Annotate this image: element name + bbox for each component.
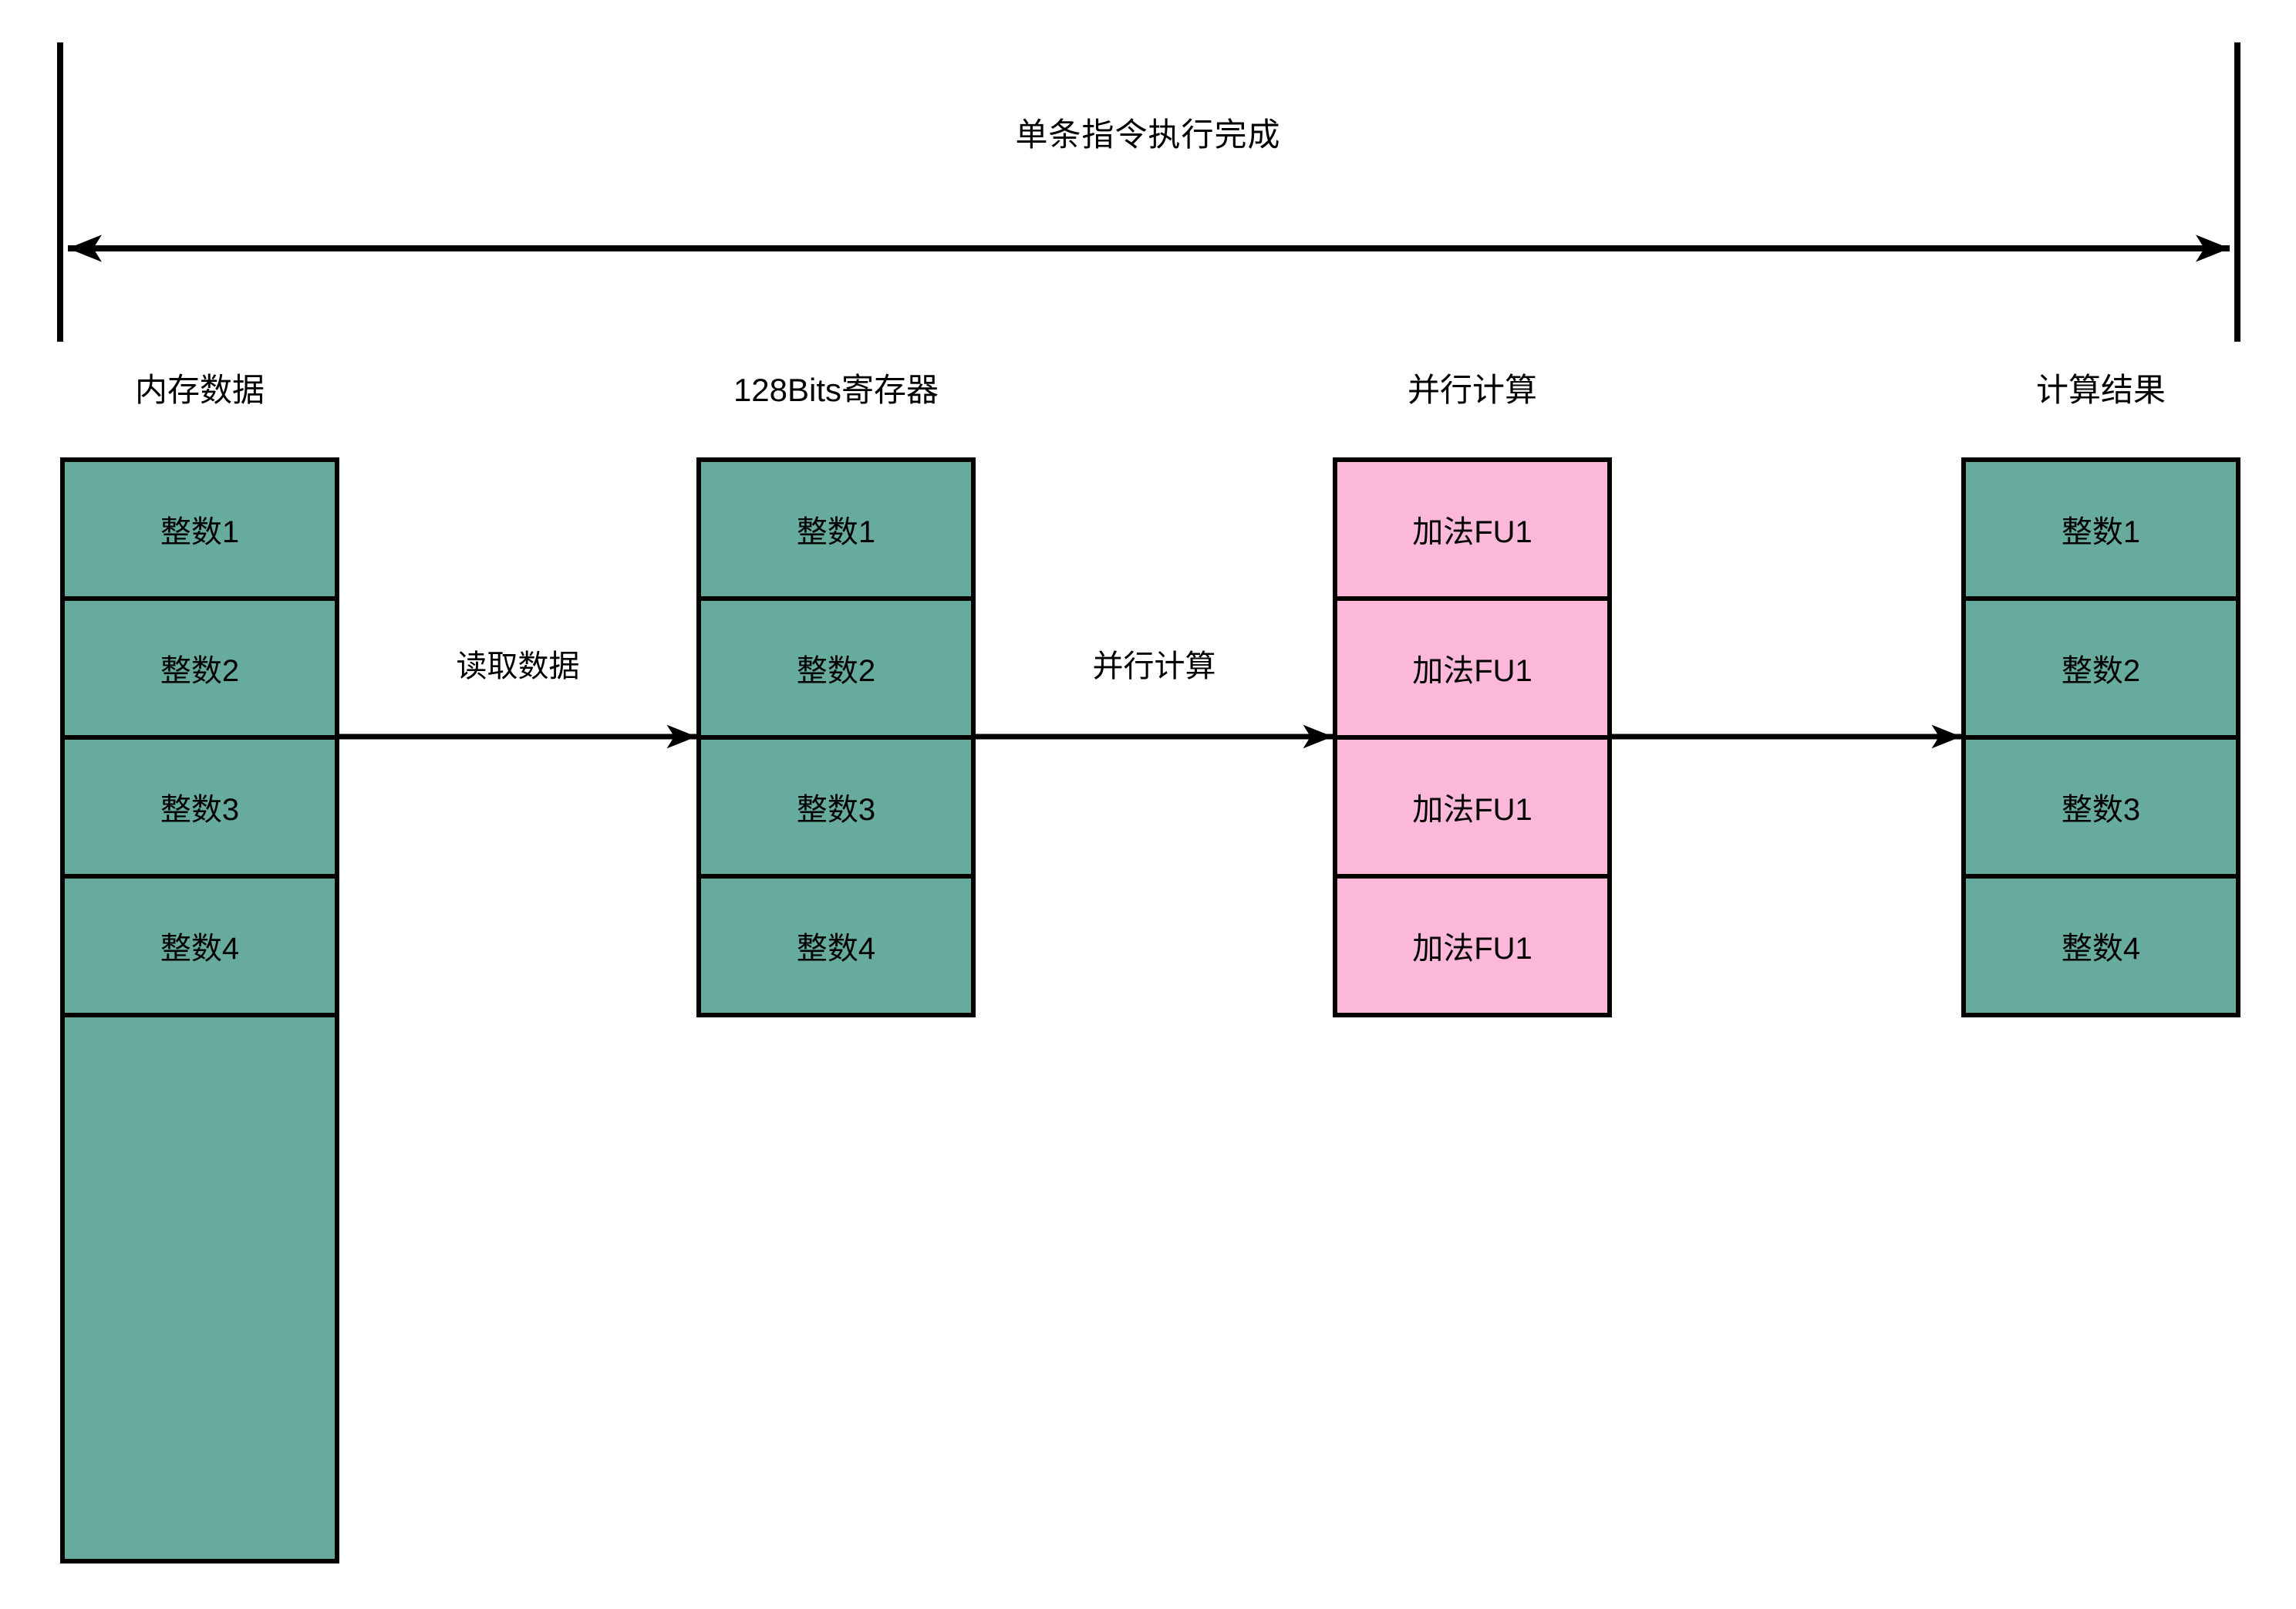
adder-fu-cell: 加法FU1 — [1333, 596, 1612, 740]
adder-fu-cell: 加法FU1 — [1333, 735, 1612, 879]
result-cell: 整数1 — [1961, 457, 2240, 601]
memory-cell: 整数1 — [60, 457, 339, 601]
register-column-header: 128Bits寄存器 — [733, 372, 939, 408]
read-data-arrow-label: 读取数据 — [456, 649, 580, 683]
register-cell: 整数4 — [696, 874, 976, 1017]
register-column: 整数1 整数2 整数3 整数4 — [696, 457, 976, 1017]
result-cell: 整数4 — [1961, 874, 2240, 1017]
result-column-header: 计算结果 — [2035, 372, 2166, 408]
memory-column: 整数1 整数2 整数3 整数4 — [60, 457, 339, 1563]
result-cell: 整数3 — [1961, 735, 2240, 879]
adder-fu-cell: 加法FU1 — [1333, 874, 1612, 1017]
memory-cell: 整数2 — [60, 596, 339, 740]
adder-fu-cell: 加法FU1 — [1333, 457, 1612, 601]
compute-column-header: 并行计算 — [1407, 372, 1537, 408]
result-cell: 整数2 — [1961, 596, 2240, 740]
memory-empty-cell — [60, 1013, 339, 1563]
result-column: 整数1 整数2 整数3 整数4 — [1961, 457, 2240, 1017]
memory-column-header: 内存数据 — [134, 372, 265, 408]
parallel-compute-arrow-label: 并行计算 — [1092, 649, 1216, 683]
diagram-title: 单条指令执行完成 — [1015, 116, 1281, 153]
compute-column: 加法FU1 加法FU1 加法FU1 加法FU1 — [1333, 457, 1612, 1017]
memory-cell: 整数3 — [60, 735, 339, 879]
register-cell: 整数2 — [696, 596, 976, 740]
memory-cell: 整数4 — [60, 874, 339, 1017]
register-cell: 整数3 — [696, 735, 976, 879]
register-cell: 整数1 — [696, 457, 976, 601]
